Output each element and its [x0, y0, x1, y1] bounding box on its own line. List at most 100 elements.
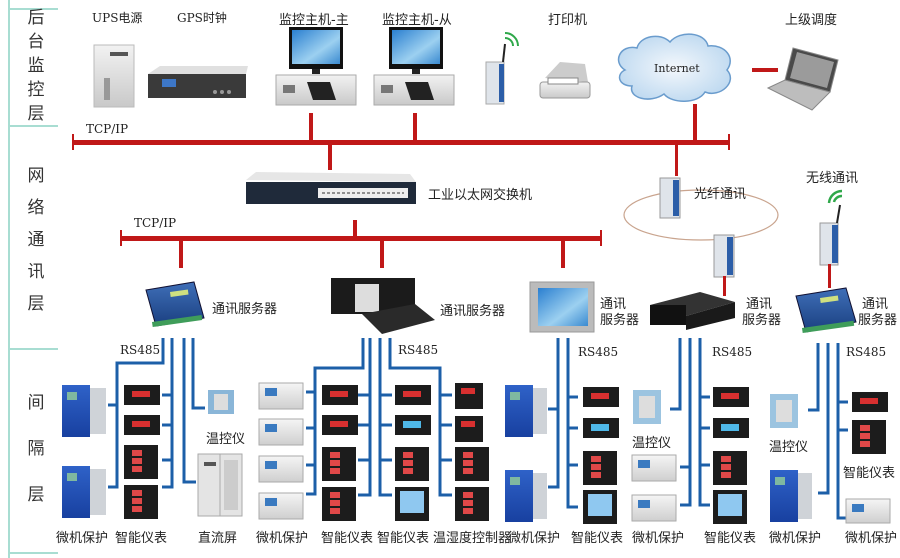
fiber-ring [623, 189, 779, 241]
wireless-module-icon [819, 189, 843, 266]
bay-label: 微机保护 [632, 531, 685, 546]
ups-label: UPS电源 [92, 11, 143, 25]
link-server-2 [380, 240, 384, 268]
link-fiber-up [675, 144, 678, 176]
bay-label: 智能仪表 [377, 531, 430, 546]
bus-end-cap [72, 134, 74, 150]
comm-server-4-label-l1: 通讯 [746, 297, 773, 312]
link-server-3 [561, 240, 565, 268]
tcp-ip-bus-second [121, 236, 602, 241]
temp-controller-label-3: 温控仪 [769, 440, 809, 455]
layer-divider [8, 348, 58, 350]
monitor-main-icon [275, 27, 357, 106]
layer-label-bay: 间隔层 [27, 393, 45, 505]
monitor-backup-icon [373, 27, 455, 106]
ups-icon [93, 44, 135, 108]
bay-label: 微机保护 [769, 531, 822, 546]
bay-label: 智能仪表 [704, 531, 757, 546]
protection-unit-icon [258, 418, 304, 446]
laptop-icon [766, 47, 839, 111]
relay-protection-icon [505, 470, 547, 522]
protection-unit-icon [258, 492, 304, 520]
printer-icon [539, 62, 591, 99]
rs485-label-5: RS485 [846, 345, 887, 359]
printer-label: 打印机 [548, 13, 588, 28]
fiber-label: 光纤通讯 [694, 187, 747, 202]
internet-label: Internet [654, 62, 700, 75]
ethernet-switch-icon [246, 172, 416, 204]
relay-protection-icon [62, 385, 106, 437]
rs485-label-1: RS485 [120, 343, 161, 357]
relay-protection-icon [62, 466, 106, 518]
comm-server-1-icon [145, 281, 205, 327]
bus-end-cap [120, 230, 122, 246]
relay-protection-icon [770, 470, 812, 522]
gps-clock-icon [148, 66, 248, 98]
protection-unit-icon [258, 455, 304, 483]
link-server-5 [828, 264, 831, 288]
gps-label: GPS时钟 [177, 11, 227, 25]
monitor-main-label: 监控主机-主 [279, 13, 349, 28]
bay-label: 智能仪表 [321, 531, 374, 546]
link-server-1 [179, 240, 183, 268]
comm-server-5-label-l1: 通讯 [862, 297, 889, 312]
comm-server-3-label-l1: 通讯 [600, 297, 627, 312]
comm-server-3-icon [529, 281, 595, 333]
internet-cloud-icon [617, 33, 732, 102]
switch-label: 工业以太网交换机 [428, 188, 533, 203]
comm-server-3-label-l2: 服务器 [600, 313, 640, 328]
rs485-label-3: RS485 [578, 345, 619, 359]
tcp-ip-label-second: TCP/IP [134, 216, 177, 230]
temperature-controller-icon [208, 390, 234, 414]
comm-server-4-label-l2: 服务器 [742, 313, 782, 328]
wireless-gateway-icon [485, 32, 519, 105]
upper-dispatch-label: 上级调度 [785, 13, 838, 28]
comm-server-2-icon [331, 278, 435, 334]
tcp-ip-bus-top [73, 140, 730, 145]
layer-label-backend: 后台监控层 [27, 8, 45, 124]
temp-controller-label-2: 温控仪 [632, 436, 672, 451]
dc-panel-icon [197, 453, 243, 517]
bay-label: 微机保护 [56, 531, 109, 546]
link-switch-down [353, 220, 357, 237]
bus-end-cap [600, 230, 602, 246]
protection-unit-icon [631, 454, 677, 482]
layer-divider [8, 8, 58, 10]
bay-label: 微机保护 [508, 531, 561, 546]
bay-label: 智能仪表 [571, 531, 624, 546]
bay-label: 温湿度控制器 [433, 531, 512, 546]
bus-end-cap [728, 134, 730, 150]
link-switch-up [328, 144, 332, 170]
monitor-backup-label: 监控主机-从 [382, 13, 452, 28]
comm-server-1-label: 通讯服务器 [212, 302, 278, 317]
link-monitor-main [309, 113, 313, 141]
wireless-label: 无线通讯 [806, 171, 859, 186]
relay-protection-icon [505, 385, 547, 437]
protection-unit-icon [258, 382, 304, 410]
bay-label: 微机保护 [256, 531, 309, 546]
bay-label: 直流屏 [198, 531, 238, 546]
link-server-4 [723, 276, 726, 296]
layer-divider [8, 552, 58, 554]
temp-controller-label-1: 温控仪 [206, 432, 246, 447]
rs485-label-2: RS485 [398, 343, 439, 357]
layer-label-network: 网络通讯层 [27, 166, 45, 314]
fiber-converter-icon [659, 177, 681, 219]
link-monitor-backup [413, 113, 417, 141]
layer-divider [8, 125, 58, 127]
protection-unit-icon [631, 494, 677, 522]
temperature-controller-icon [770, 394, 798, 428]
bay-label: 智能仪表 [115, 531, 168, 546]
temperature-controller-icon [633, 390, 661, 424]
tcp-ip-label-top: TCP/IP [86, 122, 129, 136]
bay-label: 微机保护 [845, 531, 898, 546]
comm-server-5-icon [795, 287, 857, 333]
comm-server-4-icon [650, 292, 735, 330]
comm-server-5-label-l2: 服务器 [858, 313, 898, 328]
protection-unit-icon [845, 498, 891, 524]
smart-meter-label-right: 智能仪表 [843, 466, 896, 481]
comm-server-2-label: 通讯服务器 [440, 304, 506, 319]
